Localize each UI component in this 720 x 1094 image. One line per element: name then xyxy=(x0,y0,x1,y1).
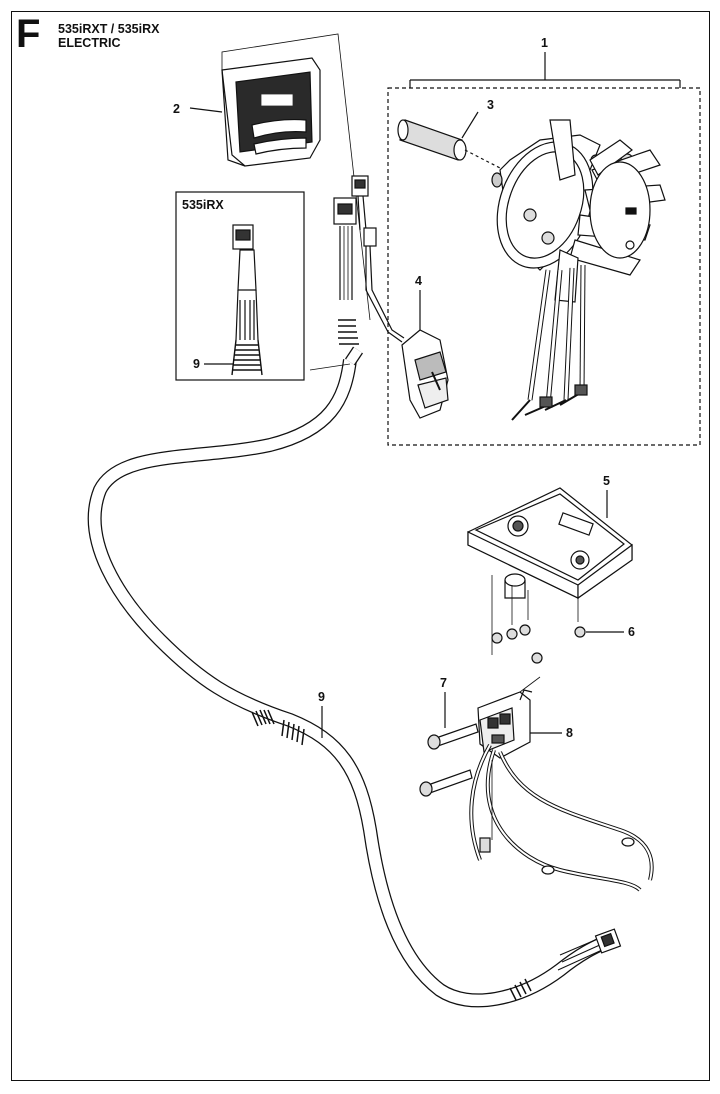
callout-2: 2 xyxy=(173,102,180,116)
sleeve-axis xyxy=(464,149,501,169)
terminal-bracket xyxy=(477,676,541,759)
callout-1-bracket xyxy=(409,52,681,88)
bolt-part xyxy=(419,723,479,797)
callout-9-main: 9 xyxy=(318,690,325,704)
bracket-cables xyxy=(469,744,654,892)
sleeve-part xyxy=(397,119,467,161)
callout-5: 5 xyxy=(603,474,610,488)
display-panel xyxy=(221,57,321,167)
callout-7: 7 xyxy=(440,676,447,690)
motor-dashed-box xyxy=(387,87,701,446)
motor-assembly xyxy=(491,119,666,421)
inset-box xyxy=(175,191,305,381)
callout-4: 4 xyxy=(415,274,422,288)
switch-part xyxy=(401,329,449,419)
model-line: 535iRXT / 535iRX xyxy=(58,22,160,36)
inset-to-harness-line xyxy=(309,363,351,371)
control-box xyxy=(467,487,633,600)
main-harness xyxy=(87,175,622,1008)
callout-9-inset: 9 xyxy=(193,357,200,371)
inset-harness xyxy=(231,224,263,376)
drawing-frame xyxy=(11,11,710,1081)
callout-1: 1 xyxy=(541,36,548,50)
section-letter: F xyxy=(16,12,41,56)
leader-3 xyxy=(461,111,479,139)
callout-8: 8 xyxy=(566,726,573,740)
mounting-screws xyxy=(491,575,586,664)
title-line: ELECTRIC xyxy=(58,36,121,50)
leader-2 xyxy=(189,107,223,113)
inset-title: 535iRX xyxy=(182,198,224,212)
callout-3: 3 xyxy=(487,98,494,112)
callout-6: 6 xyxy=(628,625,635,639)
